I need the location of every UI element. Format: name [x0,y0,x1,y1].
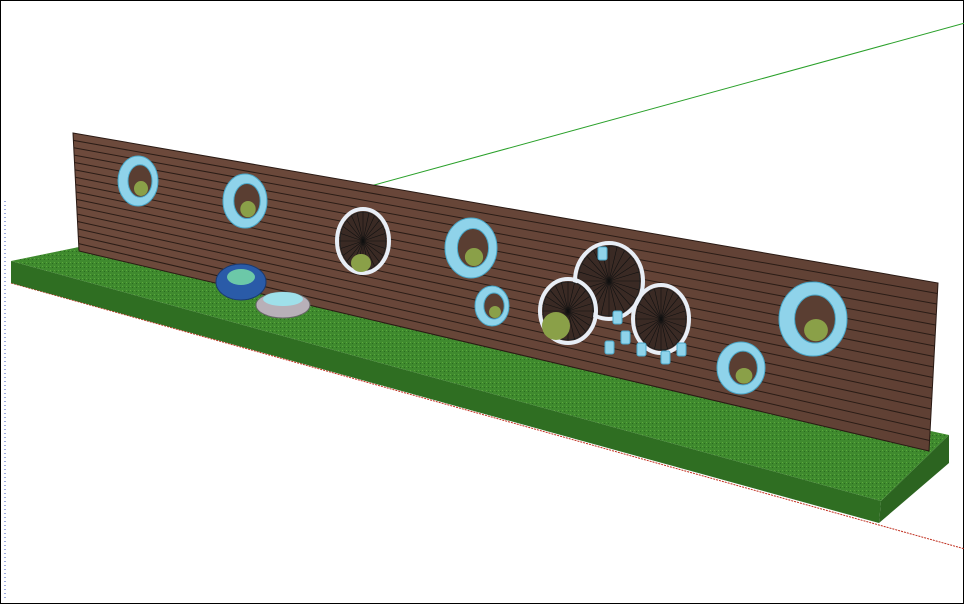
hanging-can-planter[interactable] [660,350,671,365]
plant-icon [542,312,570,340]
bicycle-wheel-planter[interactable] [335,207,391,275]
tire-planter[interactable] [778,281,848,357]
tire-planter[interactable] [117,155,159,207]
plant-icon [351,254,371,272]
hanging-can-planter[interactable] [597,246,608,261]
red-axis [10,282,964,550]
tire-planter[interactable] [474,285,510,327]
slat-gap [74,154,937,315]
plant-icon [735,368,753,384]
slat-gap [77,228,931,420]
plant-icon [240,201,256,218]
plant-icon [489,306,501,318]
hanging-can-planter[interactable] [620,330,631,345]
green-axis [366,22,964,188]
hanging-can-planter[interactable] [676,342,687,357]
slat-gap [73,147,937,305]
hanging-can-planter[interactable] [612,310,623,325]
hanging-can-planter[interactable] [636,342,647,357]
plant-icon [804,319,828,342]
plant-icon [464,248,484,266]
grass-planter[interactable] [11,247,949,523]
tire-planter[interactable] [444,217,498,279]
slat-gap [78,235,931,431]
hanging-can-planter[interactable] [604,340,615,355]
slat-gap [73,139,938,294]
ground-tire-stack[interactable] [215,263,311,319]
tire-planter[interactable] [222,173,268,229]
plant-icon [134,181,148,196]
tire-planter[interactable] [716,341,766,395]
slat-gap [76,198,934,378]
